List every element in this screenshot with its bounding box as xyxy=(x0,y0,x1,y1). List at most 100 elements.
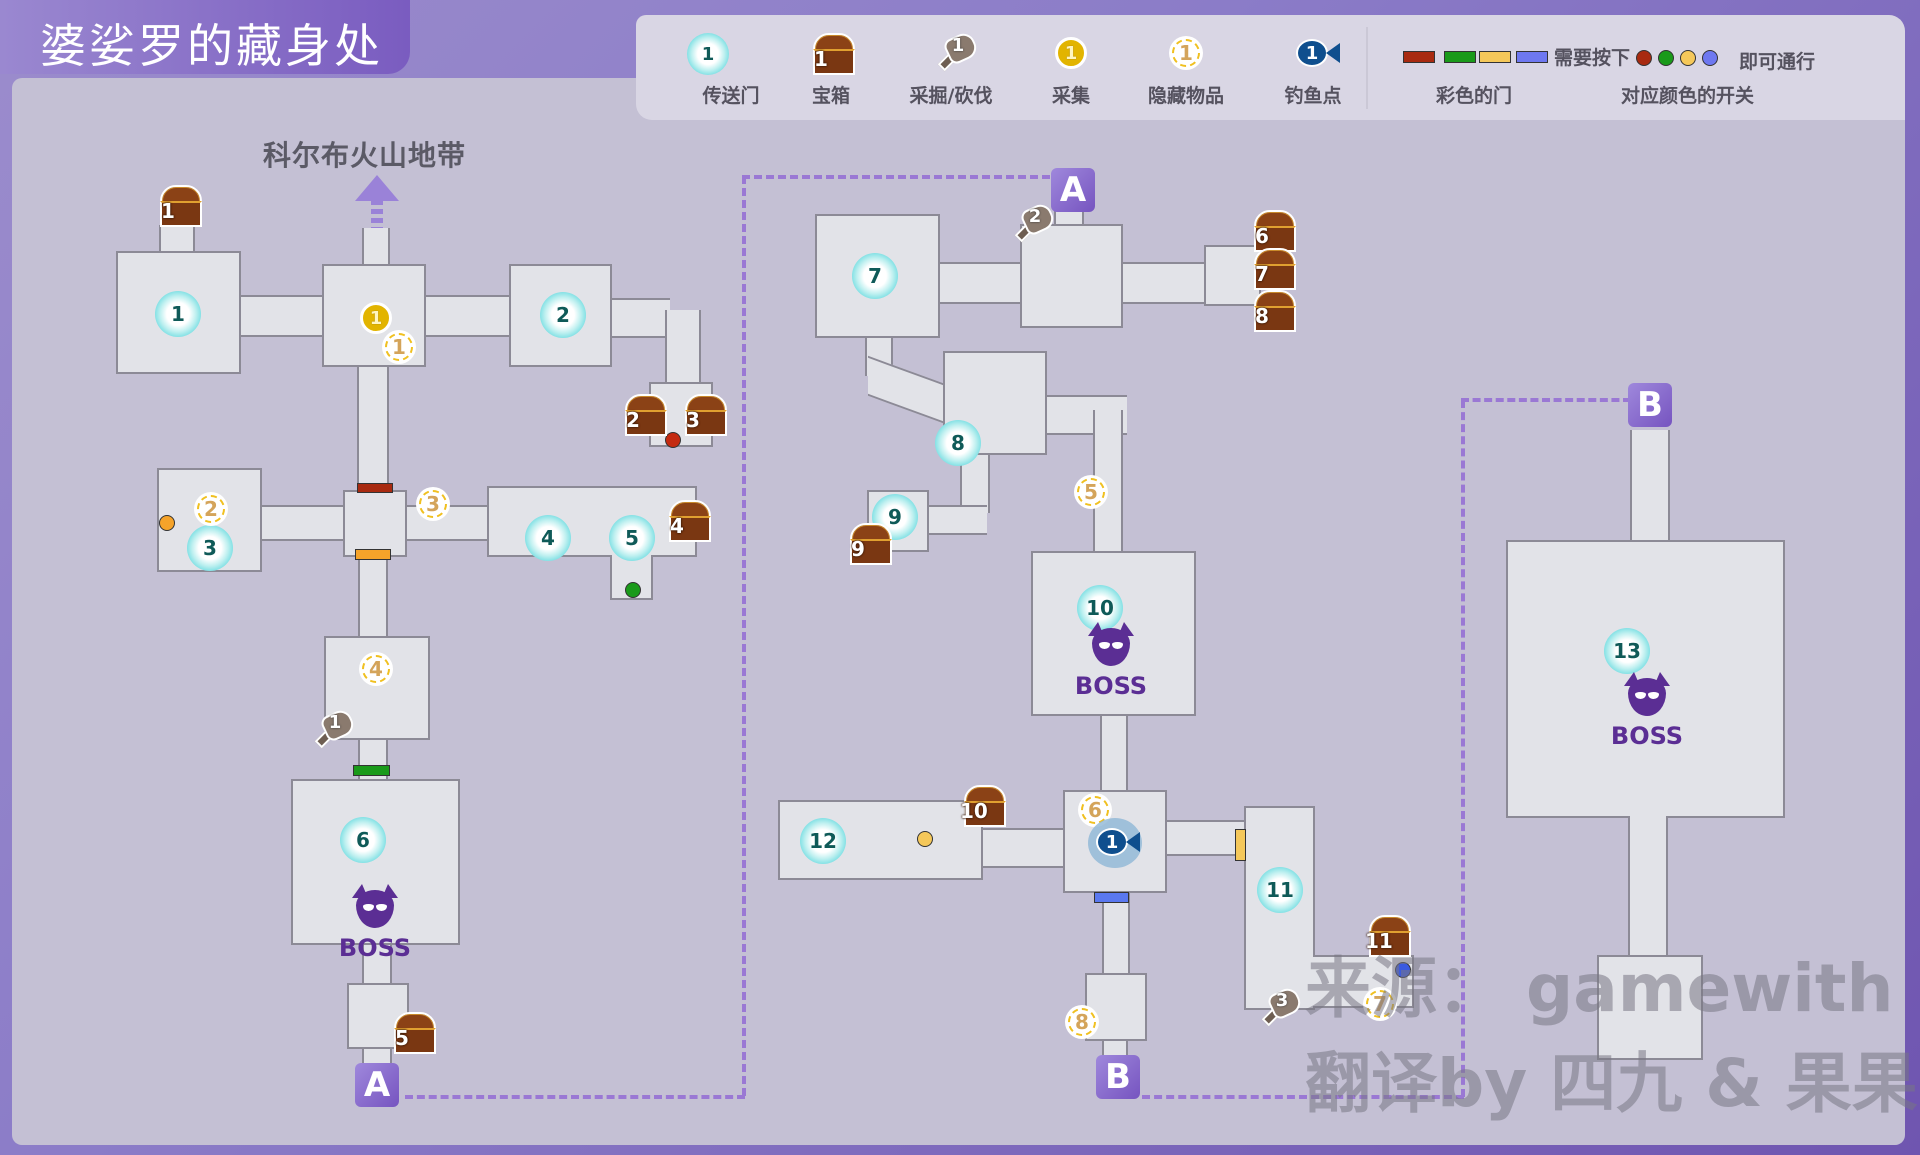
hidden-item-icon[interactable]: 2 xyxy=(194,492,228,526)
portal-icon[interactable]: 2 xyxy=(540,292,586,338)
red-door[interactable] xyxy=(357,483,393,493)
corridor xyxy=(938,262,1022,304)
legend-portal: 1 传送门 xyxy=(676,15,786,120)
chest-icon[interactable]: 9 xyxy=(846,523,892,565)
yellow-door[interactable] xyxy=(1235,829,1246,861)
blue-switch-dot xyxy=(1702,50,1718,66)
boss-icon[interactable]: BOSS xyxy=(330,884,420,980)
corridor xyxy=(358,555,388,638)
hammer-icon[interactable]: 3 xyxy=(1258,984,1305,1028)
connector-a-top xyxy=(742,175,1050,179)
room-right-bottom xyxy=(1597,955,1703,1060)
corridor xyxy=(1165,820,1246,856)
corridor xyxy=(1630,430,1670,542)
chest-icon[interactable]: 1 xyxy=(156,185,202,227)
chest-icon[interactable]: 8 xyxy=(1250,290,1296,332)
hidden-item-icon[interactable]: 4 xyxy=(359,652,393,686)
corridor xyxy=(1102,1039,1128,1057)
green-door[interactable] xyxy=(353,765,390,776)
corridor xyxy=(362,943,392,985)
room-junction xyxy=(343,490,407,557)
hidden-item-icon[interactable]: 5 xyxy=(1074,475,1108,509)
legend-mining: 1 采掘/砍伐 xyxy=(886,15,1016,120)
portal-icon[interactable]: 10 xyxy=(1077,585,1123,631)
corridor xyxy=(1628,816,1668,957)
fishing-icon: 1 xyxy=(1288,31,1344,75)
marker-b-start[interactable]: B xyxy=(1096,1055,1140,1099)
hidden-item-icon[interactable]: 8 xyxy=(1065,1005,1099,1039)
portal-icon[interactable]: 7 xyxy=(852,253,898,299)
legend-label: 采集 xyxy=(1051,85,1090,107)
room-portal-11 xyxy=(1244,806,1315,1010)
corridor xyxy=(260,505,345,541)
legend-label: 宝箱 xyxy=(811,85,850,107)
corridor xyxy=(960,453,990,513)
page-title: 婆娑罗的藏身处 xyxy=(40,19,383,73)
green-switch[interactable] xyxy=(625,582,641,598)
legend-label: 钓鱼点 xyxy=(1284,85,1342,107)
chest-icon[interactable]: 5 xyxy=(390,1012,436,1054)
legend-label: 隐藏物品 xyxy=(1147,85,1224,107)
blue-door[interactable] xyxy=(1094,892,1129,903)
portal-icon[interactable]: 3 xyxy=(187,525,233,571)
legend-divider xyxy=(1366,27,1368,109)
chest-icon[interactable]: 10 xyxy=(960,785,1006,827)
corridor xyxy=(610,298,670,338)
fishing-icon[interactable]: 1 xyxy=(1088,818,1144,868)
legend-fishing: 1 钓鱼点 xyxy=(1258,15,1368,120)
chest-icon[interactable]: 7 xyxy=(1250,248,1296,290)
red-switch[interactable] xyxy=(665,432,681,448)
marker-b-end[interactable]: B xyxy=(1628,383,1672,427)
gather-coin-icon[interactable]: 1 xyxy=(360,302,392,334)
corridor xyxy=(357,365,389,493)
corridor xyxy=(1102,891,1130,975)
portal-icon[interactable]: 12 xyxy=(800,818,846,864)
connector-a-vertical xyxy=(742,176,746,1096)
boss-icon[interactable]: BOSS xyxy=(1602,672,1692,768)
green-door-swatch xyxy=(1444,51,1476,63)
hammer-icon: 1 xyxy=(934,29,981,73)
chest-icon[interactable]: 2 xyxy=(621,394,667,436)
red-door-swatch xyxy=(1403,51,1435,63)
yellow-door-swatch xyxy=(1479,51,1511,63)
portal-icon[interactable]: 5 xyxy=(609,515,655,561)
corridor xyxy=(424,295,512,337)
blue-door-swatch xyxy=(1516,51,1548,63)
portal-icon[interactable]: 6 xyxy=(340,817,386,863)
hammer-icon[interactable]: 1 xyxy=(311,706,358,750)
portal-icon[interactable]: 11 xyxy=(1257,867,1303,913)
portal-icon: 1 xyxy=(687,33,729,75)
doors-caption: 彩色的门 xyxy=(1436,85,1513,107)
portal-icon[interactable]: 1 xyxy=(155,291,201,337)
pass-text: 即可通行 xyxy=(1739,51,1816,73)
marker-a-start[interactable]: A xyxy=(355,1063,399,1107)
title-tab: 婆娑罗的藏身处 xyxy=(0,0,410,74)
corridor xyxy=(981,828,1065,868)
yellow-switch[interactable] xyxy=(917,831,933,847)
chest-icon[interactable]: 11 xyxy=(1365,915,1411,957)
corridor xyxy=(362,228,390,266)
chest-icon[interactable]: 4 xyxy=(665,500,711,542)
room-entrance-a xyxy=(1020,224,1123,328)
portal-icon[interactable]: 4 xyxy=(525,515,571,561)
hidden-item-icon[interactable]: 1 xyxy=(382,330,416,364)
portal-icon[interactable]: 13 xyxy=(1604,628,1650,674)
orange-door[interactable] xyxy=(355,549,391,560)
hammer-icon[interactable]: 2 xyxy=(1011,200,1058,244)
orange-switch[interactable] xyxy=(159,515,175,531)
legend-chest: 1 宝箱 xyxy=(776,15,886,120)
hidden-item-icon[interactable]: 3 xyxy=(416,487,450,521)
corridor xyxy=(159,225,195,255)
marker-a-end[interactable]: A xyxy=(1051,168,1095,212)
hidden-item-icon[interactable]: 7 xyxy=(1363,987,1397,1021)
exit-arrow-icon[interactable] xyxy=(355,175,399,201)
press-text: 需要按下 xyxy=(1554,47,1631,69)
blue-switch[interactable] xyxy=(1395,962,1411,978)
chest-icon[interactable]: 6 xyxy=(1250,210,1296,252)
boss-icon[interactable]: BOSS xyxy=(1066,622,1156,718)
portal-icon[interactable]: 8 xyxy=(935,420,981,466)
legend-label: 传送门 xyxy=(702,85,760,107)
connector-b-bottom xyxy=(1142,1095,1464,1099)
green-switch-dot xyxy=(1658,50,1674,66)
chest-icon[interactable]: 3 xyxy=(681,394,727,436)
